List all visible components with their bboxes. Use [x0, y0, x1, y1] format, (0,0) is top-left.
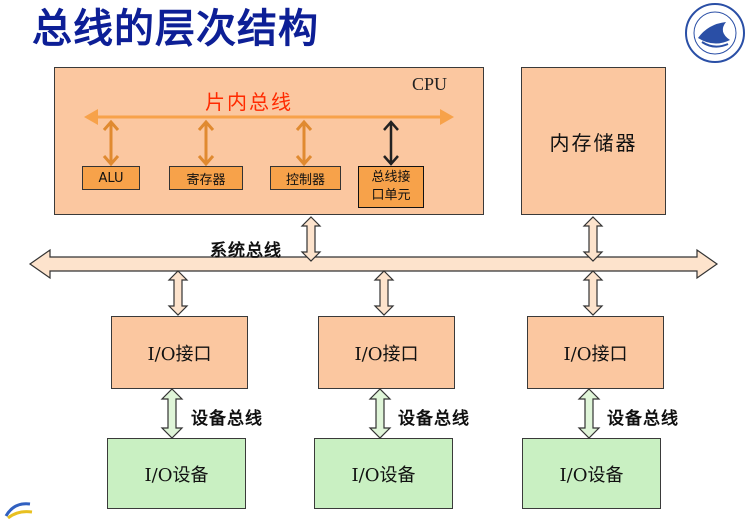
system-connectors [167, 216, 604, 316]
io-interface-2-label: I/O接口 [354, 343, 419, 365]
bus-interface-label: 总线接口单元 [371, 170, 411, 203]
alu-unit: ALU [82, 166, 140, 190]
bus-interface-unit: 总线接口单元 [358, 166, 424, 208]
university-logo [685, 3, 745, 63]
onchip-bus-label: 片内总线 [205, 90, 293, 114]
system-bus-label: 系统总线 [210, 241, 282, 261]
memory-box: 内存储器 [521, 67, 666, 215]
cpu-label: CPU [411, 74, 447, 94]
onchip-unit-connectors [102, 119, 313, 167]
onchip-bus-arrow [84, 109, 454, 125]
device-bus-label-3: 设备总线 [607, 409, 679, 429]
io-device-2-label: I/O设备 [351, 464, 416, 486]
controller-label: 控制器 [285, 172, 325, 188]
io-device-1: I/O设备 [107, 438, 246, 509]
io-interface-2: I/O接口 [318, 316, 455, 389]
device-bus-label-1: 设备总线 [191, 409, 263, 429]
io-interface-3: I/O接口 [527, 316, 664, 389]
alu-label: ALU [98, 170, 124, 186]
device-bus-label-2: 设备总线 [398, 409, 470, 429]
corner-logo-icon [4, 502, 33, 520]
system-bus-arrow [28, 248, 719, 280]
io-interface-1-label: I/O接口 [147, 343, 212, 365]
bus-interface-connector [383, 120, 399, 166]
io-device-1-label: I/O设备 [144, 464, 209, 486]
memory-label: 内存储器 [549, 130, 638, 155]
io-device-2: I/O设备 [314, 438, 453, 509]
register-unit: 寄存器 [169, 166, 243, 190]
io-device-3: I/O设备 [522, 438, 661, 509]
register-label: 寄存器 [186, 172, 226, 188]
io-interface-3-label: I/O接口 [563, 343, 628, 365]
controller-unit: 控制器 [270, 166, 341, 190]
io-interface-1: I/O接口 [111, 316, 248, 389]
io-device-3-label: I/O设备 [559, 464, 624, 486]
slide-title: 总线的层次结构 [32, 6, 319, 52]
